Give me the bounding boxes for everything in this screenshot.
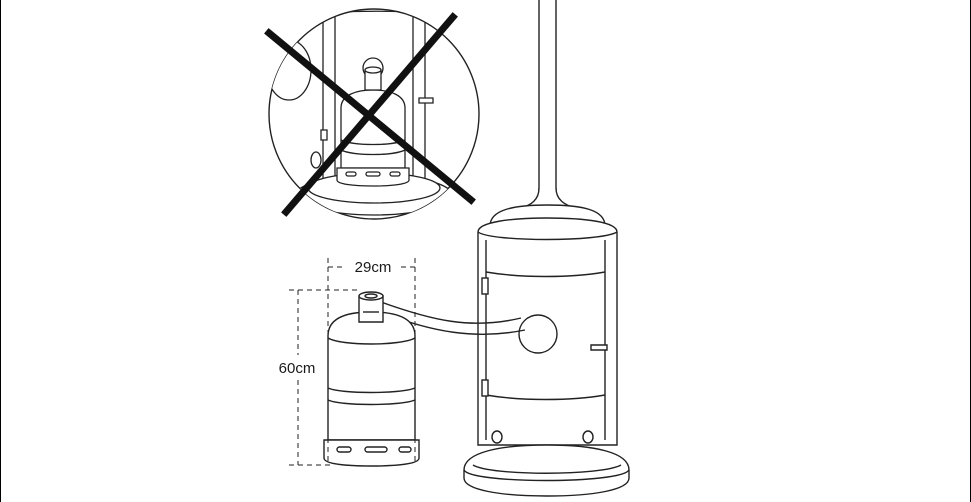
hose-access-hole (518, 314, 558, 354)
height-label: 60cm (279, 360, 316, 377)
heater-band-top (485, 271, 606, 278)
heater-pole (538, 0, 557, 190)
patio-heater (463, 0, 630, 497)
cylinder-body (327, 311, 416, 441)
prohibited-x-mark (264, 12, 476, 217)
width-label: 29cm (355, 259, 392, 276)
heater-base (463, 444, 630, 497)
gas-cylinder (323, 291, 420, 467)
heater-band-bottom (485, 394, 606, 401)
dimension-lines (289, 258, 416, 466)
incorrect-placement-inset (264, 8, 480, 220)
cylinder-foot-ring (323, 439, 420, 467)
